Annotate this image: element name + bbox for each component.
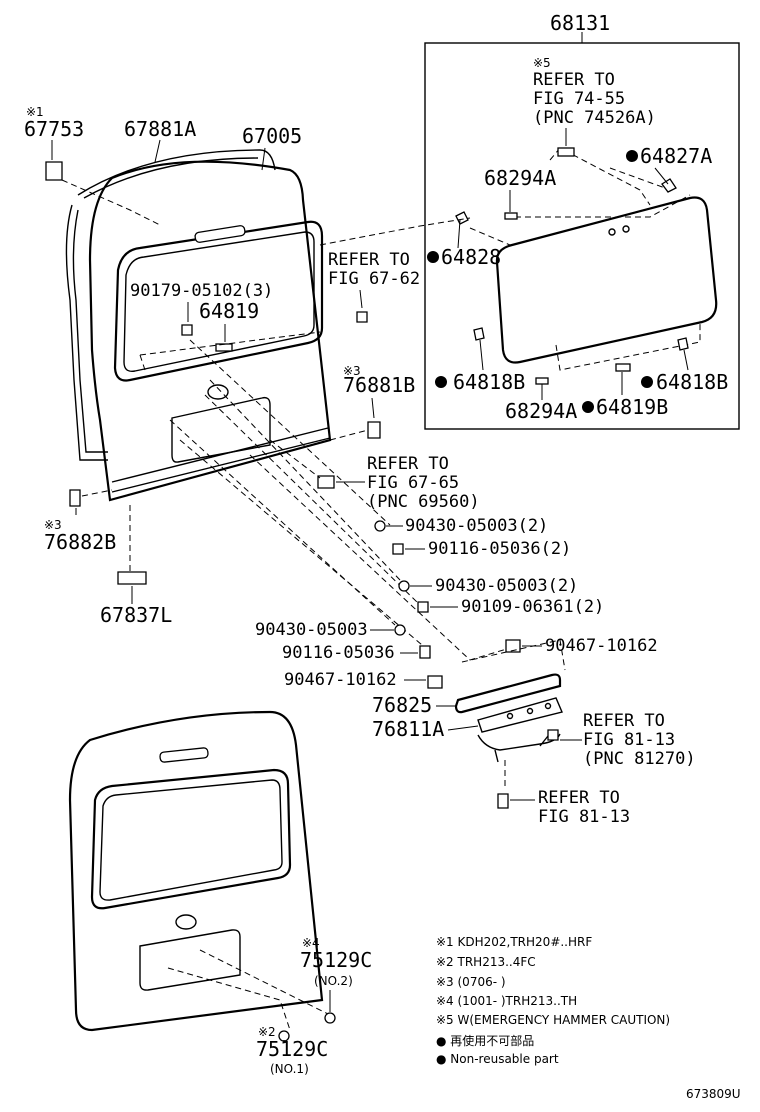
callout-68131: 68131 xyxy=(550,11,610,35)
note-4: ※4 (1001- )TRH213..TH xyxy=(436,994,577,1008)
notes-legend: ※1 KDH202,TRH20#..HRF ※2 TRH213..4FC ※3 … xyxy=(436,935,670,1066)
callout-refer-81-13b-line1: REFER TO xyxy=(538,788,620,808)
callout-90430-c: 90430-05003 xyxy=(255,620,368,640)
callout-75129C-bottom: 75129C xyxy=(256,1037,328,1061)
callout-68294A-bottom: 68294A xyxy=(505,399,577,423)
callout-75129C-bottom-sub: (NO.1) xyxy=(270,1062,309,1076)
callout-75129C-top: 75129C xyxy=(300,948,372,972)
note-6: ● 再使用不可部品 xyxy=(436,1033,534,1048)
callout-64819B: 64819B xyxy=(596,395,668,419)
callout-refer-74-55-line2: FIG 74-55 xyxy=(533,89,625,109)
callout-67753-mark: ※1 xyxy=(26,105,44,119)
callout-refer-67-65-line1: REFER TO xyxy=(367,454,449,474)
note-5: ※5 W(EMERGENCY HAMMER CAUTION) xyxy=(436,1013,670,1027)
callout-76811A: 76811A xyxy=(372,717,444,741)
callout-refer-81-13a-line2: FIG 81-13 xyxy=(583,730,675,750)
callout-90430-b: 90430-05003(2) xyxy=(435,576,578,596)
garnish-76811A xyxy=(477,697,563,733)
callout-67837L: 67837L xyxy=(100,603,172,627)
callout-67005: 67005 xyxy=(242,124,302,148)
callout-76882B: 76882B xyxy=(44,530,116,554)
callout-refer-74-55-mark: ※5 xyxy=(533,56,551,70)
callout-76882B-mark: ※3 xyxy=(44,518,62,532)
callout-refer-67-62-line1: REFER TO xyxy=(328,250,410,270)
callout-76825: 76825 xyxy=(372,693,432,717)
callout-90467-a: 90467-10162 xyxy=(545,636,658,656)
callout-refer-81-13a-line1: REFER TO xyxy=(583,711,665,731)
callout-refer-81-13b-line2: FIG 81-13 xyxy=(538,807,630,827)
back-door-panel-upper xyxy=(88,160,332,502)
callout-90430-a: 90430-05003(2) xyxy=(405,516,548,536)
callout-90116-a: 90116-05036(2) xyxy=(428,539,571,559)
callout-90116-b: 90116-05036 xyxy=(282,643,395,663)
callout-refer-67-65-line2: FIG 67-65 xyxy=(367,473,459,493)
callout-refer-74-55-line3: (PNC 74526A) xyxy=(533,108,656,128)
callout-68294A-top: 68294A xyxy=(484,166,556,190)
weatherstrip xyxy=(65,149,276,461)
back-door-panel-lower xyxy=(68,710,324,1032)
figure-id: 673809U xyxy=(686,1087,741,1101)
callout-76881B: 76881B xyxy=(343,373,415,397)
garnish-76825 xyxy=(454,673,562,714)
callout-64827A: 64827A xyxy=(640,144,712,168)
callout-67881A: 67881A xyxy=(124,117,196,141)
note-2: ※2 TRH213..4FC xyxy=(436,955,536,969)
callout-75129C-top-mark: ※4 xyxy=(302,936,320,950)
callout-64819: 64819 xyxy=(199,299,259,323)
callout-90179: 90179-05102(3) xyxy=(130,281,273,301)
callout-76881B-mark: ※3 xyxy=(343,364,361,378)
callout-90467-b: 90467-10162 xyxy=(284,670,397,690)
callout-refer-67-65-line3: (PNC 69560) xyxy=(367,492,480,512)
note-7: ● Non-reusable part xyxy=(436,1052,559,1066)
callout-64828: 64828 xyxy=(441,245,501,269)
callout-refer-74-55-line1: REFER TO xyxy=(533,70,615,90)
note-1: ※1 KDH202,TRH20#..HRF xyxy=(436,935,592,949)
callout-90109: 90109-06361(2) xyxy=(461,597,604,617)
callout-75129C-top-sub: (NO.2) xyxy=(314,974,353,988)
callout-67753: 67753 xyxy=(24,117,84,141)
callout-refer-81-13a-line3: (PNC 81270) xyxy=(583,749,696,769)
callout-64818B-left: 64818B xyxy=(453,370,525,394)
note-3: ※3 (0706- ) xyxy=(436,975,506,989)
back-door-glass xyxy=(495,196,718,364)
callout-75129C-bottom-mark: ※2 xyxy=(258,1025,276,1039)
callout-64818B-right: 64818B xyxy=(656,370,728,394)
callout-refer-67-62-line2: FIG 67-62 xyxy=(328,269,420,289)
